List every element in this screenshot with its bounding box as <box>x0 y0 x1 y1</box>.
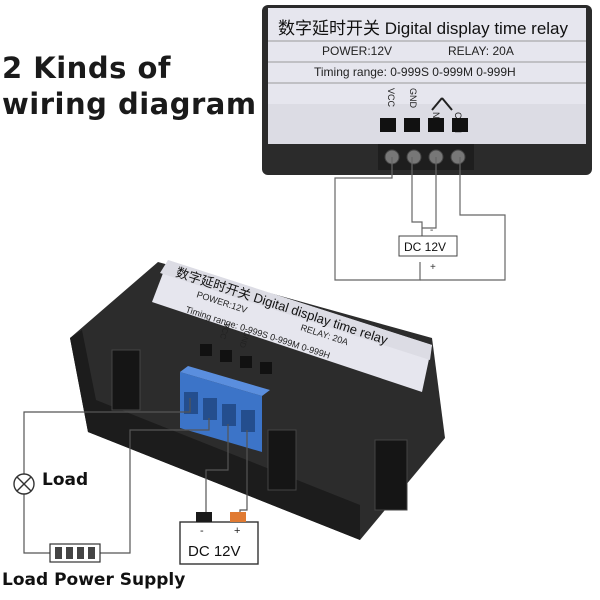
diagram-heading: 2 Kinds of wiring diagram <box>2 50 257 122</box>
bottom-wiring <box>23 398 248 554</box>
bottom-relay-device: 数字延时开关 Digital display time relay POWER:… <box>70 260 445 540</box>
top-terminal-vcc-icon <box>380 118 396 132</box>
top-minus-sign: - <box>430 225 433 236</box>
relay-switch-icon <box>431 97 453 111</box>
top-terminal-com-icon <box>452 118 468 132</box>
top-relay-device: 数字延时开关 Digital display time relay POWER:… <box>262 5 592 175</box>
top-dc-supply-box <box>398 235 458 257</box>
bottom-terminal-gnd-icon <box>220 350 232 362</box>
bottom-terminal-com-icon <box>260 362 272 374</box>
top-device-title: 数字延时开关 Digital display time relay <box>278 19 569 38</box>
bottom-device-label-panel <box>152 260 432 392</box>
top-device-label-panel <box>268 8 586 104</box>
bottom-minus-sign: - <box>200 525 204 537</box>
bottom-dc-supply-box <box>179 521 259 565</box>
top-terminal-label-vcc: VCC <box>386 88 396 108</box>
top-terminal-no-icon <box>428 118 444 132</box>
bottom-terminal-no-icon <box>240 356 252 368</box>
heading-line-2: wiring diagram <box>2 87 257 121</box>
heading-line-1: 2 Kinds of <box>2 51 171 85</box>
top-terminal-gnd-icon <box>404 118 420 132</box>
top-device-timing: Timing range: 0-999S 0-999M 0-999H <box>314 65 516 79</box>
positive-terminal-icon <box>230 512 246 522</box>
top-device-power: POWER:12V <box>322 44 392 58</box>
load-label: Load <box>42 470 89 490</box>
top-plus-sign: + <box>430 262 436 273</box>
top-device-terminal-panel <box>268 104 586 144</box>
load-power-supply-label: Load Power Supply <box>2 570 186 590</box>
bottom-dc-supply-label: DC 12V <box>188 543 241 560</box>
load-battery-icon <box>49 543 101 563</box>
bottom-terminal-vcc-icon <box>200 344 212 356</box>
top-wiring <box>334 157 506 281</box>
top-dc-supply-label: DC 12V <box>404 240 446 254</box>
bottom-plus-sign: + <box>234 525 240 537</box>
top-device-relay: RELAY: 20A <box>448 44 514 58</box>
negative-terminal-icon <box>196 512 212 522</box>
load-lamp-icon <box>13 473 35 495</box>
top-terminal-label-gnd: GND <box>408 88 418 109</box>
